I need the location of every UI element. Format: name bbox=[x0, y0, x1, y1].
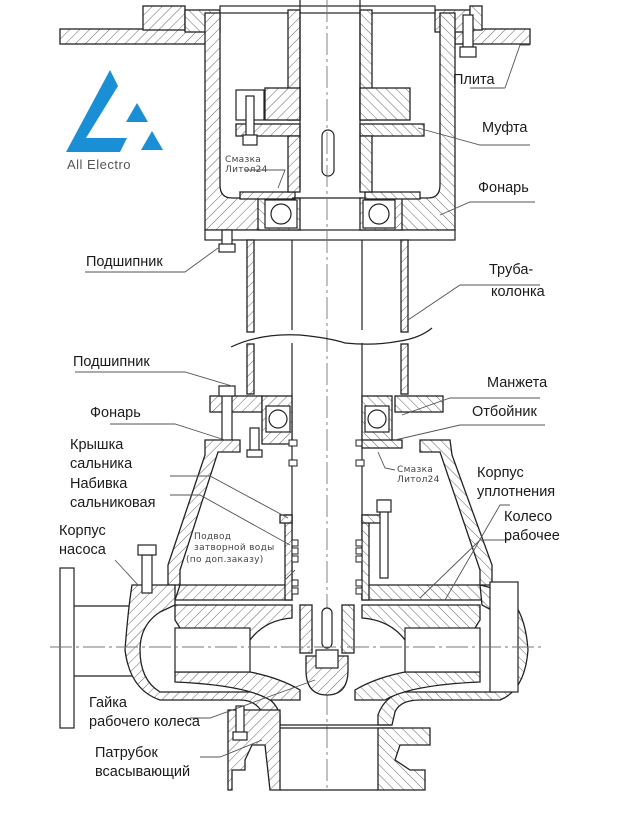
note-water-line3: (по доп.заказу) bbox=[186, 555, 264, 565]
label-gayka-line1: Гайка bbox=[89, 695, 128, 711]
note-lube-mid-line2: Литол24 bbox=[397, 475, 440, 485]
label-gayka-line2: рабочего колеса bbox=[89, 714, 201, 730]
label-mufta: Муфта bbox=[482, 120, 528, 136]
logo-triangle-small-top bbox=[126, 103, 148, 122]
label-korpus-upl-line2: уплотнения bbox=[477, 484, 555, 500]
label-plita: Плита bbox=[453, 72, 495, 88]
note-water-line1: Подвод bbox=[194, 532, 231, 542]
gland-packing bbox=[291, 539, 363, 595]
note-water-line2: затворной воды bbox=[194, 543, 275, 553]
label-kryshka-line1: Крышка bbox=[70, 437, 124, 453]
logo-triangle-small-bottom bbox=[141, 131, 163, 150]
label-nabivka-line1: Набивка bbox=[70, 476, 128, 492]
label-fonar-top: Фонарь bbox=[478, 180, 529, 196]
note-lube-top-line1: Смазка bbox=[225, 155, 261, 165]
label-korpus-nasosa-line1: Корпус bbox=[59, 523, 106, 539]
leader-lines bbox=[75, 44, 545, 758]
label-otboynik: Отбойник bbox=[472, 404, 537, 420]
label-truba-line2: колонка bbox=[491, 284, 546, 300]
label-manzheta: Манжета bbox=[487, 375, 548, 391]
label-podshipnik-mid: Подшипник bbox=[73, 354, 150, 370]
column-pipe bbox=[230, 239, 433, 395]
labels: Плита Муфта Фонарь Подшипник Труба- коло… bbox=[59, 72, 560, 780]
label-korpus-upl-line1: Корпус bbox=[477, 465, 524, 481]
seal-housing bbox=[167, 439, 493, 601]
label-fonar-mid: Фонарь bbox=[90, 405, 141, 421]
lower-lantern bbox=[209, 385, 444, 467]
all-electro-logo: All Electro bbox=[66, 70, 163, 172]
note-lube-mid-line1: Смазка bbox=[397, 465, 433, 475]
label-truba-line1: Труба- bbox=[489, 262, 533, 278]
label-patrubok-line1: Патрубок bbox=[95, 745, 158, 761]
label-podshipnik-top: Подшипник bbox=[86, 254, 163, 270]
label-korpus-nasosa-line2: насоса bbox=[59, 542, 107, 558]
notes: Смазка Литол24 Смазка Литол24 Подвод зат… bbox=[186, 155, 440, 565]
logo-text: All Electro bbox=[67, 157, 131, 172]
upper-lantern bbox=[204, 12, 456, 253]
pump-casing bbox=[59, 544, 529, 729]
label-koleso-line2: рабочее bbox=[504, 528, 560, 544]
label-nabivka-line2: сальниковая bbox=[70, 495, 155, 511]
suction-nozzle bbox=[227, 705, 431, 791]
label-patrubok-line2: всасывающий bbox=[95, 764, 190, 780]
logo-triangle-main bbox=[66, 70, 127, 152]
label-kryshka-line2: сальника bbox=[70, 456, 133, 472]
note-lube-top-line2: Литол24 bbox=[225, 165, 268, 175]
label-koleso-line1: Колесо bbox=[504, 509, 552, 525]
coupling bbox=[235, 9, 425, 193]
